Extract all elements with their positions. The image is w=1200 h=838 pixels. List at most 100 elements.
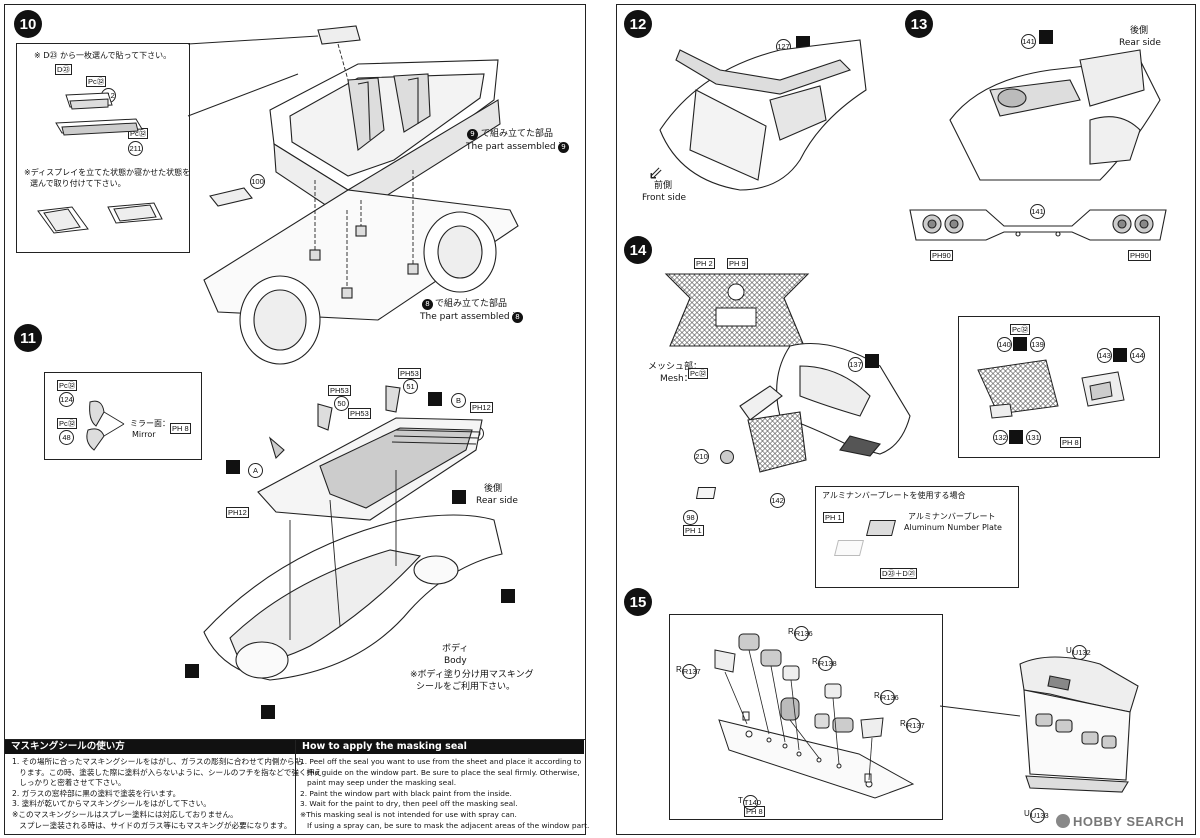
watermark-icon [1056,814,1070,828]
assembled-in-8-en: The part assembled in [420,312,521,322]
ph53-label-b: PH53 [348,408,371,419]
body-label-jp: ボディ [442,644,469,654]
masking-note-line2: シールをご利用下さい。 [416,682,516,692]
grille-mesh-drawing [664,273,810,347]
step-13-badge: 13 [905,10,933,38]
part-141-a: 141 [1021,34,1036,49]
aluminum-plate-jp: アルミナンバープレート [908,512,996,521]
paint-icon-132 [1009,430,1023,444]
mark-a: A [248,463,263,478]
step-ref-9: 9 [467,129,478,140]
masking-en-title: How to apply the masking seal [296,740,584,754]
step-11-inset [44,372,202,460]
part-142: 142 [770,493,785,508]
step-ref-9-en: 9 [558,142,569,153]
step12-front-bumper-drawing [659,39,867,191]
display-note-line2: 選んで取り付けて下さい。 [30,179,126,188]
step15-taillight-parts-drawing [714,633,915,799]
ph1-label-14: PH 1 [683,525,704,536]
paint-icon-140 [1013,337,1027,351]
step10-car-interior-drawing [203,25,519,365]
part-144: 144 [1130,348,1145,363]
paint-icon-body-3 [501,589,515,603]
paint-icon-13 [1039,30,1053,44]
mesh-label-jp: メッシュ部： [648,362,703,372]
aluminum-plate-drawing-2 [834,540,864,556]
step-14-badge: 14 [624,236,652,264]
rear-side-jp-11: 後側 [484,484,503,494]
inset-pc92-label: Pc㉜ [1010,324,1031,335]
part-50: 50 [334,396,349,411]
step13-rear-bumper-drawing [949,49,1161,181]
part-98: 98 [683,510,698,525]
part-132: 132 [993,430,1008,445]
mirror-label-en: Mirror [132,430,156,439]
ph12-label-b: PH12 [226,507,249,518]
part-143: 143 [1097,348,1112,363]
part-131: 131 [1026,430,1041,445]
assembled-in-8-jp: で組み立てた部品 [435,299,508,309]
decal-ref-label: D㉓ [55,64,72,75]
front-side-jp: 前側 [654,181,673,191]
assembled-in-9-jp: で組み立てた部品 [481,129,554,139]
step14-front-bumper-drawing [739,343,911,473]
part-211: 211 [128,141,143,156]
masking-table-divider [295,739,296,834]
step15-taillight-housing-drawing [1019,656,1139,793]
r137-label-b: RR137 [900,716,925,733]
masking-en-body: 1. Peel off the seal you want to use fro… [300,757,590,830]
front-arrow-icon: ⇙ [648,163,664,184]
part-98-plate-drawing [695,487,717,499]
part-48: 48 [59,430,74,445]
inset-ph8-label: PH 8 [1060,437,1081,448]
aluminum-plate-box [815,486,1019,588]
direction-icon-rear [452,490,466,504]
pc92-label-11a: Pc㉜ [57,380,78,391]
aluminum-ph1-label: PH 1 [823,512,844,523]
part-140: 140 [997,337,1012,352]
ph53-label-c: PH53 [398,368,421,379]
paint-icon-143 [1113,348,1127,362]
step13-taillight-panel-drawing [909,209,1167,241]
part-51: 51 [403,379,418,394]
ph90-label-a: PH90 [930,250,953,261]
rear-side-en-13: Rear side [1119,38,1161,48]
ph8-label-15: PH 8 [744,806,765,817]
watermark-logo: HOBBY SEARCH [1056,814,1184,829]
ph90-label-b: PH90 [1128,250,1151,261]
ph9-label: PH 9 [727,258,748,269]
step11-body-drawing [203,385,503,681]
decal-choose-note: ※ D㉓ から一枚選んで貼って下さい。 [34,51,172,60]
part-141-b: 141 [1030,204,1045,219]
step-14-inset [958,316,1160,458]
step-10-badge: 10 [14,10,42,38]
step-15-badge: 15 [624,588,652,616]
part-139: 139 [1030,337,1045,352]
ph12-label-a: PH12 [470,402,493,413]
right-page-frame [616,4,1196,835]
part-124: 124 [59,392,74,407]
r137-label-a: RR137 [676,662,701,679]
aluminum-plate-en: Aluminum Number Plate [904,523,1002,532]
r136-label-b: RR136 [874,688,899,705]
front-side-en: Front side [642,193,687,203]
aluminum-plate-drawing [866,520,896,536]
u133-label: UU133 [1024,806,1049,823]
pc92-label-14: Pc㉜ [688,368,709,379]
part-210-drawing [720,450,734,464]
rear-side-jp-13: 後側 [1130,26,1149,36]
step-11-badge: 11 [14,324,42,352]
rear-side-en-11: Rear side [476,496,518,506]
part-100: 100 [250,174,265,189]
mesh-label-en: Mesh： [660,374,693,384]
paint-icon-a [226,460,240,474]
aluminum-decal-label: D㉓＋D㉑ [880,568,918,579]
step-15-inset [669,614,943,820]
ph53-label-a: PH53 [328,385,351,396]
display-note-line1: ※ディスプレイを立てた状態か寝かせた状態を [24,168,191,177]
u132-label: UU132 [1066,643,1091,660]
assembled-in-9-en: The part assembled in [466,142,567,152]
aluminum-plate-title: アルミナンバープレートを使用する場合 [822,491,966,500]
step-ref-8: 8 [422,299,433,310]
step-12-badge: 12 [624,10,652,38]
